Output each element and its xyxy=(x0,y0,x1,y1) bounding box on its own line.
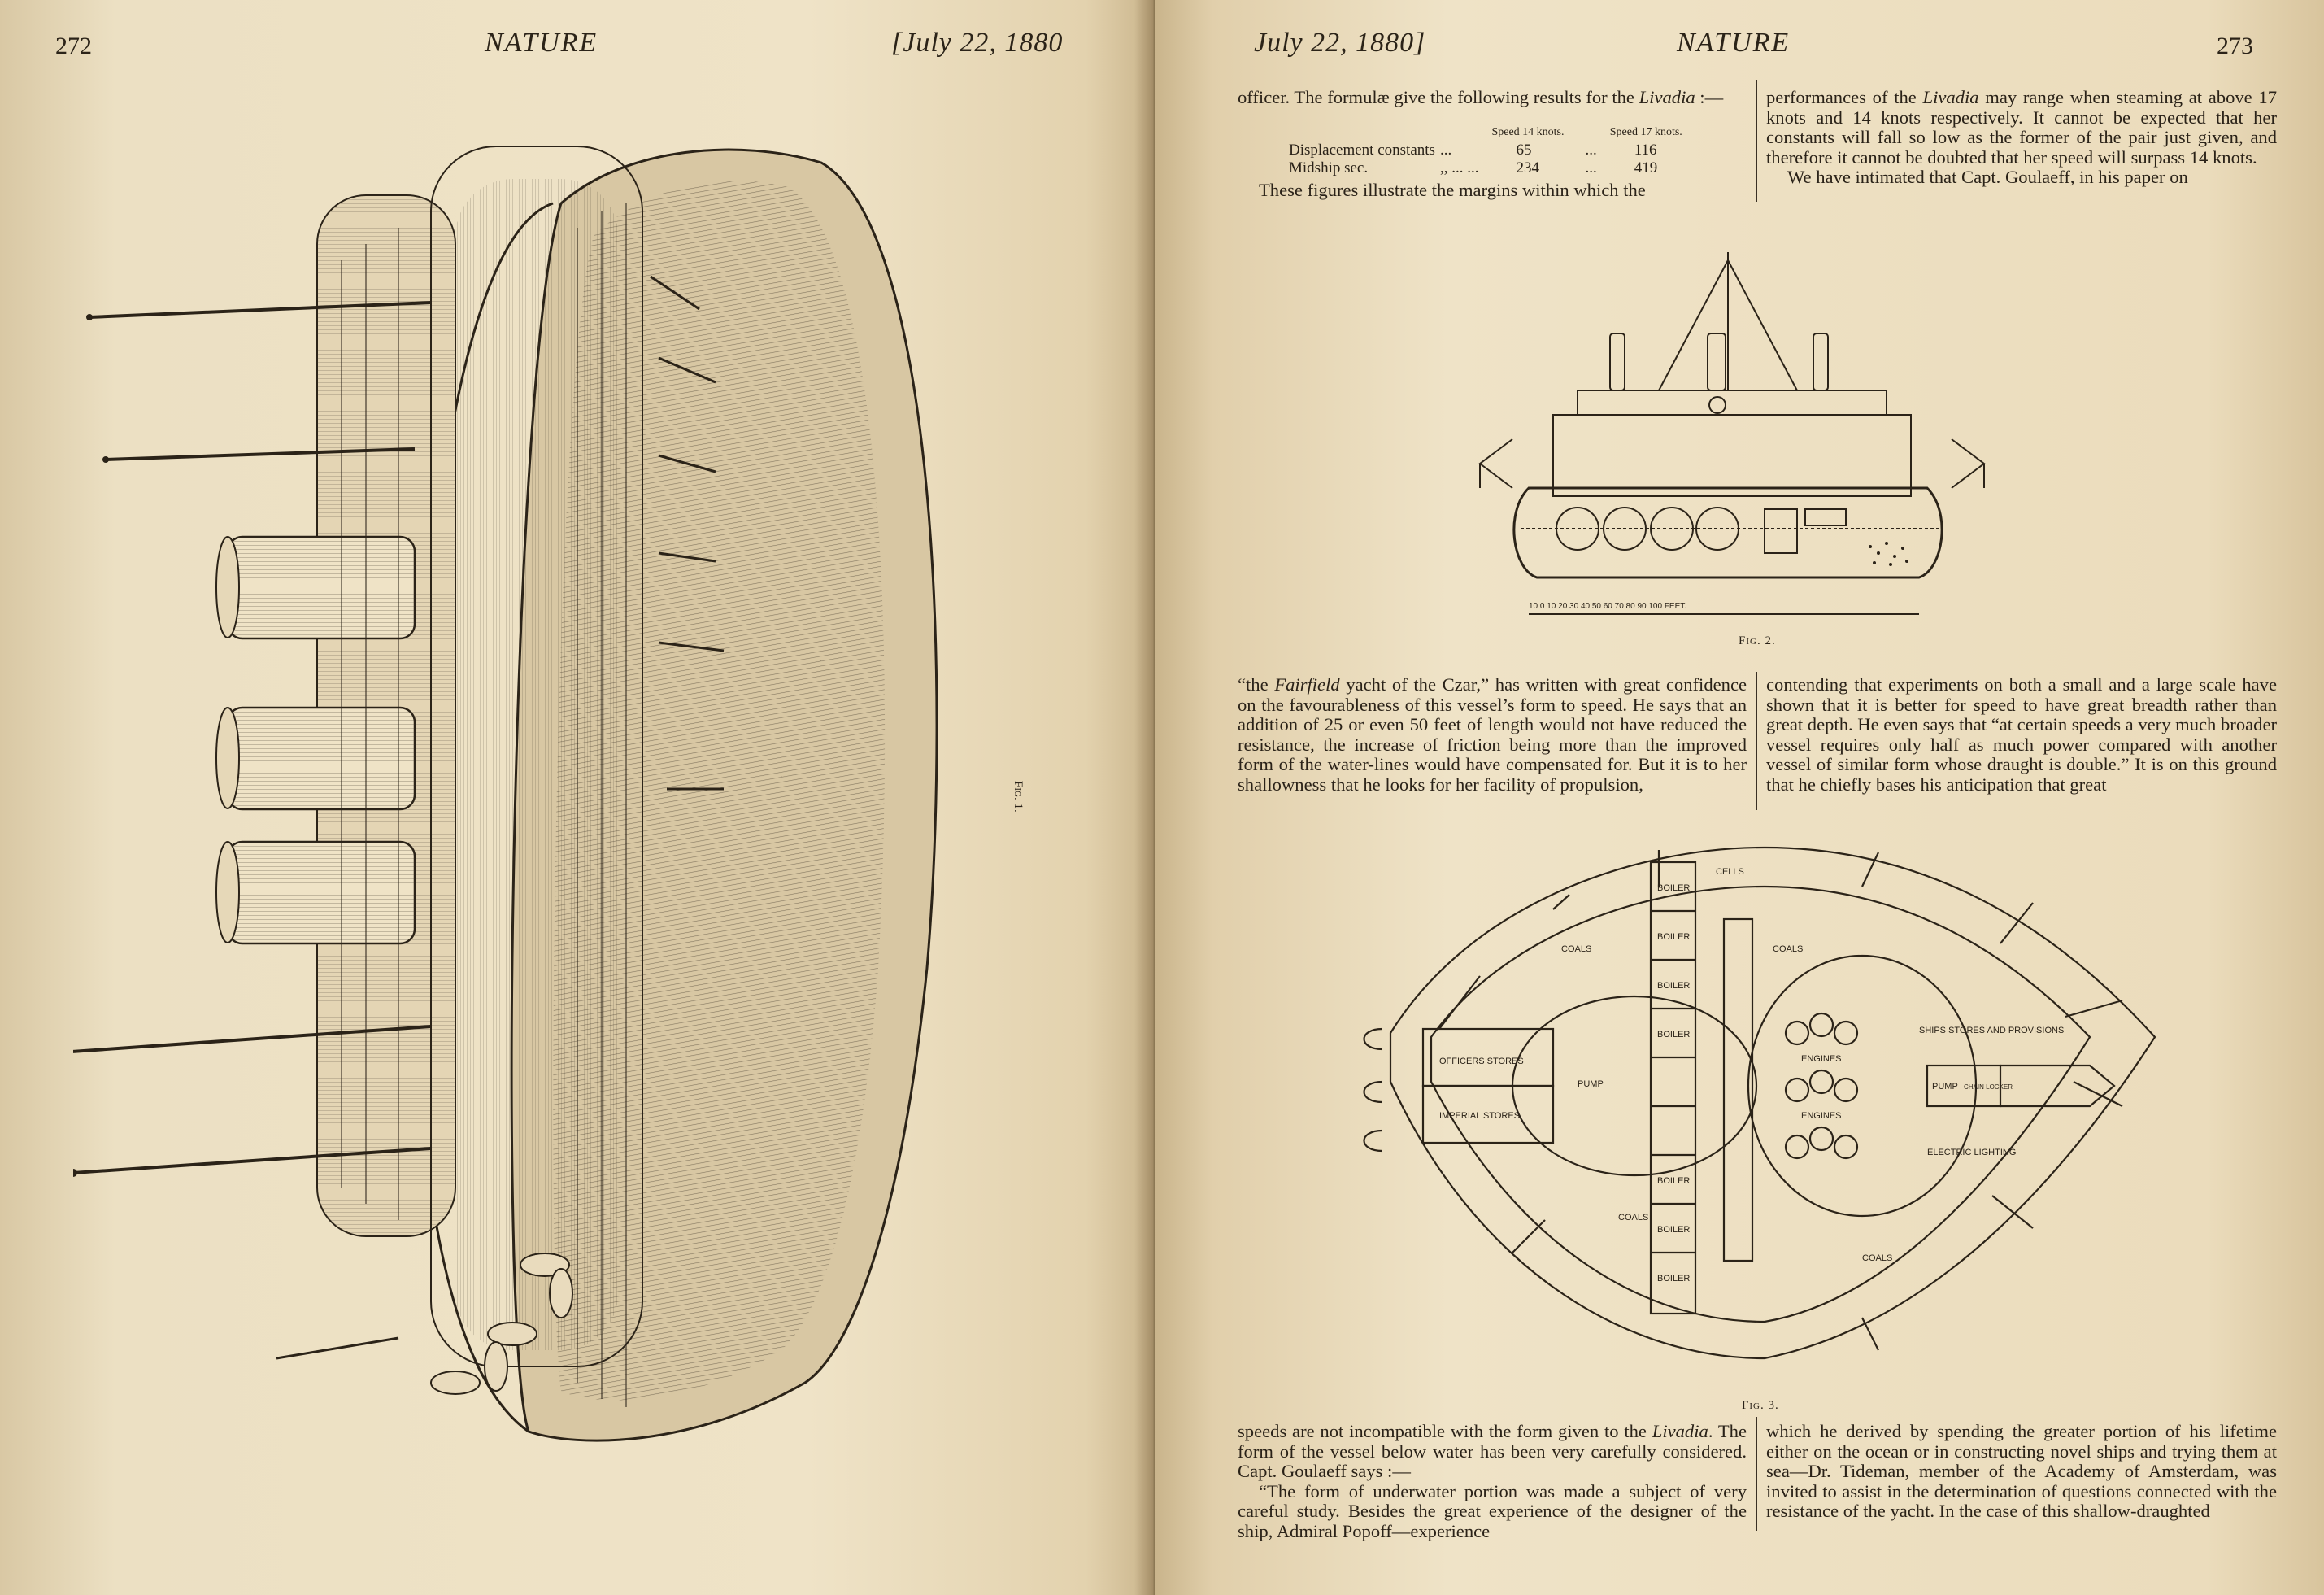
column-left-top: officer. The formulæ give the following … xyxy=(1238,87,1747,108)
fig3-label-engines: ENGINES xyxy=(1801,1054,1842,1064)
text-italic: Livadia xyxy=(1652,1421,1708,1441)
text-span: “the xyxy=(1238,674,1275,695)
fig3-label-boiler: BOILER xyxy=(1657,981,1690,991)
table-cell: 116 xyxy=(1634,142,1657,159)
table-cell: 65 xyxy=(1516,142,1532,159)
table-cell: Displacement constants xyxy=(1289,142,1435,159)
fig3-label-ships-stores: SHIPS STORES AND PROVISIONS xyxy=(1919,1026,2064,1035)
fig3-label-boiler: BOILER xyxy=(1657,1030,1690,1039)
column-left-after-table: These figures illustrate the margins wit… xyxy=(1259,180,1646,200)
fig3-label-engines: ENGINES xyxy=(1801,1111,1842,1121)
text-italic: Livadia xyxy=(1639,87,1695,107)
results-table-grid: Speed 14 knots. Speed 17 knots. Displace… xyxy=(1289,124,1687,177)
fig3-label-coals: COALS xyxy=(1862,1253,1892,1263)
running-date-right: July 22, 1880] xyxy=(1254,28,1426,58)
fig3-label-coals: COALS xyxy=(1561,944,1591,954)
table-cell: 419 xyxy=(1634,159,1658,176)
fig3-label-coals: COALS xyxy=(1618,1213,1648,1222)
column-rule-top xyxy=(1756,80,1757,202)
fig3-label-pump: PUMP xyxy=(1932,1082,1958,1092)
column-rule-mid xyxy=(1756,672,1757,810)
fig3-label-coals: COALS xyxy=(1773,944,1803,954)
column-right-top: performances of the Livadia may range wh… xyxy=(1766,87,2278,188)
text-span: performances of the xyxy=(1766,87,1923,107)
table-cell: 234 xyxy=(1516,159,1539,176)
figure-2-caption: Fig. 2. xyxy=(1739,634,1776,647)
fig3-label-boiler: BOILER xyxy=(1657,883,1690,893)
text-span: officer. The formulæ give the following … xyxy=(1238,87,1639,107)
fig3-label-boiler: BOILER xyxy=(1657,1274,1690,1283)
text-span: yacht of the Czar,” has written with gre… xyxy=(1238,674,1747,795)
right-page: July 22, 1880] NATURE 273 officer. The f… xyxy=(1155,0,2324,1595)
left-page: 272 NATURE [July 22, 1880 xyxy=(0,0,1155,1595)
paragraph: “The form of underwater portion was made… xyxy=(1238,1480,1747,1541)
column-left-mid: “the Fairfield yacht of the Czar,” has w… xyxy=(1238,674,1747,795)
text-span: may range when steaming at above 17 knot… xyxy=(1766,87,2278,168)
fig3-label-pump: PUMP xyxy=(1578,1079,1604,1089)
table-row: Displacement constants ... 65 ... 116 xyxy=(1289,142,1687,159)
table-cell: ,, ... ... xyxy=(1439,159,1479,176)
fig3-label-imperial-stores: IMPERIAL STORES xyxy=(1439,1111,1520,1121)
paragraph: We have intimated that Capt. Goulaeff, i… xyxy=(1787,167,2188,188)
column-right-mid: contending that experiments on both a sm… xyxy=(1766,674,2277,795)
table-row: Midship sec. ,, ... ... 234 ... 419 xyxy=(1289,159,1687,177)
fig3-label-officers-stores: OFFICERS STORES xyxy=(1439,1057,1524,1066)
column-rule-bottom xyxy=(1756,1417,1757,1531)
column-left-bottom: speeds are not incompatible with the for… xyxy=(1238,1421,1747,1542)
table-header-cell: Speed 17 knots. xyxy=(1609,126,1682,138)
running-head-left: NATURE xyxy=(485,28,598,58)
text-span: :— xyxy=(1695,87,1724,107)
text-italic: Fairfield xyxy=(1274,674,1340,695)
text-span: speeds are not incompatible with the for… xyxy=(1238,1421,1652,1441)
cross-section-figure: 10 0 10 20 30 40 50 60 70 80 90 100 FEET… xyxy=(1478,252,1986,615)
figure-1-caption: Fig. 1. xyxy=(1012,781,1025,813)
table-cell: Midship sec. xyxy=(1289,159,1369,176)
table-cell: ... xyxy=(1585,159,1597,176)
running-date-left: [July 22, 1880 xyxy=(891,28,1064,58)
table-header-cell: Speed 14 knots. xyxy=(1491,126,1565,138)
table-header-row: Speed 14 knots. Speed 17 knots. xyxy=(1289,124,1687,142)
column-right-bottom: which he derived by spending the greater… xyxy=(1766,1421,2277,1522)
ship-engraving-figure xyxy=(73,146,938,1442)
page-number-left: 272 xyxy=(55,33,92,59)
text-italic: Livadia xyxy=(1922,87,1979,107)
table-cell: ... xyxy=(1585,142,1597,159)
fig3-label-chain-locker: CHAIN LOCKER xyxy=(1964,1083,2013,1091)
running-head-right: NATURE xyxy=(1677,28,1791,58)
fig3-label-boiler: BOILER xyxy=(1657,1176,1690,1186)
results-table: Speed 14 knots. Speed 17 knots. Displace… xyxy=(1289,124,1687,177)
scale-label: 10 0 10 20 30 40 50 60 70 80 90 100 FEET… xyxy=(1529,602,1686,611)
fig3-label-boiler: BOILER xyxy=(1657,1225,1690,1235)
figure-3-caption: Fig. 3. xyxy=(1742,1399,1779,1412)
page-number-right: 273 xyxy=(2217,33,2253,59)
fig3-label-electric-lighting: ELECTRIC LIGHTING xyxy=(1927,1148,2016,1157)
text-span: . The form of the vessel below water has… xyxy=(1238,1421,1747,1482)
fig3-label-cells: CELLS xyxy=(1716,867,1744,877)
fig3-label-boiler: BOILER xyxy=(1657,932,1690,942)
plan-figure: CELLS COALS COALS COALS COALS BOILER BOI… xyxy=(1363,846,2156,1360)
table-cell: ... xyxy=(1439,142,1452,159)
